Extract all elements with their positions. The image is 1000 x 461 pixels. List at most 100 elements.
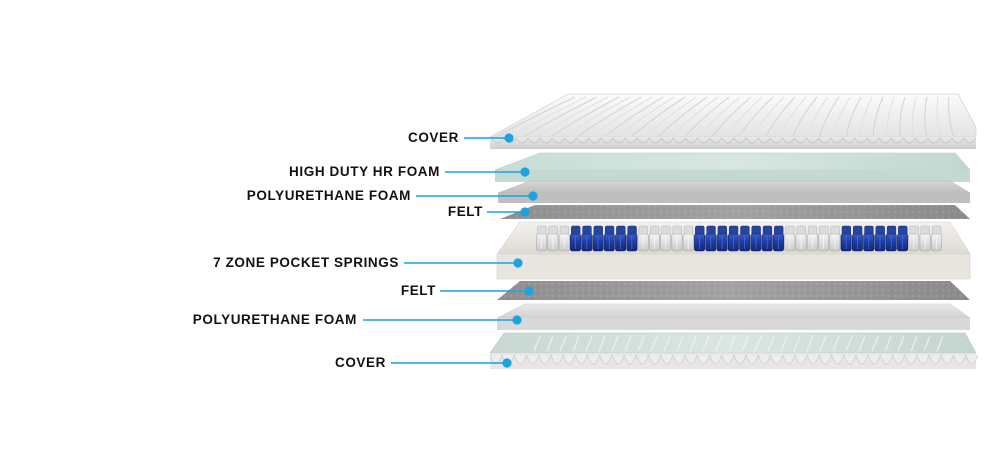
quilt-ridge [778, 96, 807, 137]
quilt-ridge [911, 96, 917, 137]
callout-dot-cover-top [504, 133, 514, 143]
pu-foam-bottom-layer [496, 303, 971, 330]
quilt-scallop [757, 137, 771, 144]
quilt-bulge [696, 354, 710, 365]
quilt-ridge [618, 96, 675, 137]
quilt-scallop [648, 137, 662, 144]
quilt-bulge [782, 354, 796, 365]
quilt-scallop [491, 137, 505, 144]
quilt-scallop [915, 137, 928, 144]
quilt-ridge [948, 96, 955, 137]
quilt-ridge [598, 335, 606, 352]
felt-bottom-layer [497, 281, 970, 300]
quilt-ridge [792, 96, 818, 137]
quilt-ridge [767, 335, 775, 352]
callout-dot-pu-foam-bottom [512, 315, 522, 325]
quilt-ridge [611, 335, 619, 352]
quilt-bulge [672, 354, 686, 365]
quilt-bulge [660, 354, 674, 365]
quilt-bulge [721, 354, 735, 365]
quilt-scallop [600, 137, 614, 144]
quilt-ridge [845, 96, 862, 137]
quilt-bulge [928, 354, 942, 365]
quilt-ridge [650, 335, 658, 352]
quilt-ridge [698, 96, 741, 137]
quilt-scallop [576, 137, 590, 144]
quilt-scallop [769, 137, 783, 144]
callout-dot-pu-foam-top [528, 191, 538, 201]
quilt-ridge [884, 335, 892, 352]
quilt-bulge [757, 354, 771, 365]
quilt-ridge [685, 96, 730, 137]
quilt-ridge [741, 335, 749, 352]
callout-dot-cover-bottom [502, 358, 512, 368]
quilt-scallop [963, 137, 977, 144]
quilt-bulge [623, 354, 637, 365]
quilt-ridge [591, 96, 653, 137]
quilt-ridge [765, 96, 796, 137]
quilt-scallop [709, 137, 723, 144]
quilt-scallop [745, 137, 759, 144]
quilt-bulge [635, 354, 649, 365]
quilt-bulge [733, 354, 747, 365]
quilt-scallop [661, 137, 674, 144]
layer-label-felt-top: FELT [447, 204, 483, 219]
quilt-scallop [540, 137, 553, 144]
quilt-ridge [752, 96, 785, 137]
quilt-scallop [685, 137, 698, 144]
quilt-bulge [794, 354, 808, 365]
quilt-scallop [878, 137, 892, 144]
cover-top-layer [489, 93, 977, 149]
quilt-ridge [872, 96, 884, 137]
quilt-scallop [951, 137, 965, 144]
quilt-bulge [684, 354, 698, 365]
quilt-ridge [936, 335, 944, 352]
quilt-scallop [564, 137, 577, 144]
callout-dot-felt-top [520, 207, 530, 217]
quilt-bulge [538, 354, 552, 365]
callout-dot-springs [513, 258, 523, 268]
quilt-bulge [745, 354, 759, 365]
quilt-ridge [793, 335, 801, 352]
quilt-scallop [903, 137, 916, 144]
layer-label-cover-bottom: COVER [334, 355, 386, 370]
quilt-ridge [537, 96, 609, 137]
quilt-bulge [904, 354, 918, 365]
cover-bottom-layer [489, 332, 979, 369]
quilt-scallop [927, 137, 940, 144]
quilt-scallop [721, 137, 735, 144]
quilt-bulge [855, 354, 869, 365]
quilt-bulge [513, 354, 527, 365]
quilt-ridge [858, 335, 866, 352]
quilt-scallop [794, 137, 807, 144]
quilt-ridge [702, 335, 710, 352]
quilt-bulge [867, 354, 881, 365]
quilt-ridge [805, 96, 829, 137]
quilt-ridge [711, 96, 752, 137]
quilt-ridge [754, 335, 762, 352]
callout-dot-felt-bottom [524, 286, 534, 296]
hr-foam-layer [494, 152, 971, 182]
quilt-bulge [526, 354, 540, 365]
felt-top-layer [500, 205, 970, 219]
quilt-ridge [897, 335, 905, 352]
quilt-ridge [819, 96, 840, 137]
pocket-springs-layer [496, 221, 971, 280]
layer-label-felt-bottom: FELT [400, 283, 436, 298]
quilt-scallop [806, 137, 819, 144]
quilt-scallop [588, 137, 602, 144]
quilt-bulge [892, 354, 906, 365]
quilt-ridge [551, 96, 620, 137]
quilt-ridge [546, 335, 554, 352]
quilt-bulge [574, 354, 588, 365]
quilt-ridge [572, 335, 580, 352]
quilt-scallop [782, 137, 795, 144]
quilt-scallop [636, 137, 650, 144]
quilt-bulge [587, 354, 601, 365]
quilt-bulge [562, 354, 576, 365]
quilt-scallop [866, 137, 880, 144]
quilt-ridge [559, 335, 567, 352]
pu-foam-top-layer [497, 180, 971, 203]
quilt-scallop [830, 137, 844, 144]
quilt-bulge [489, 354, 503, 365]
